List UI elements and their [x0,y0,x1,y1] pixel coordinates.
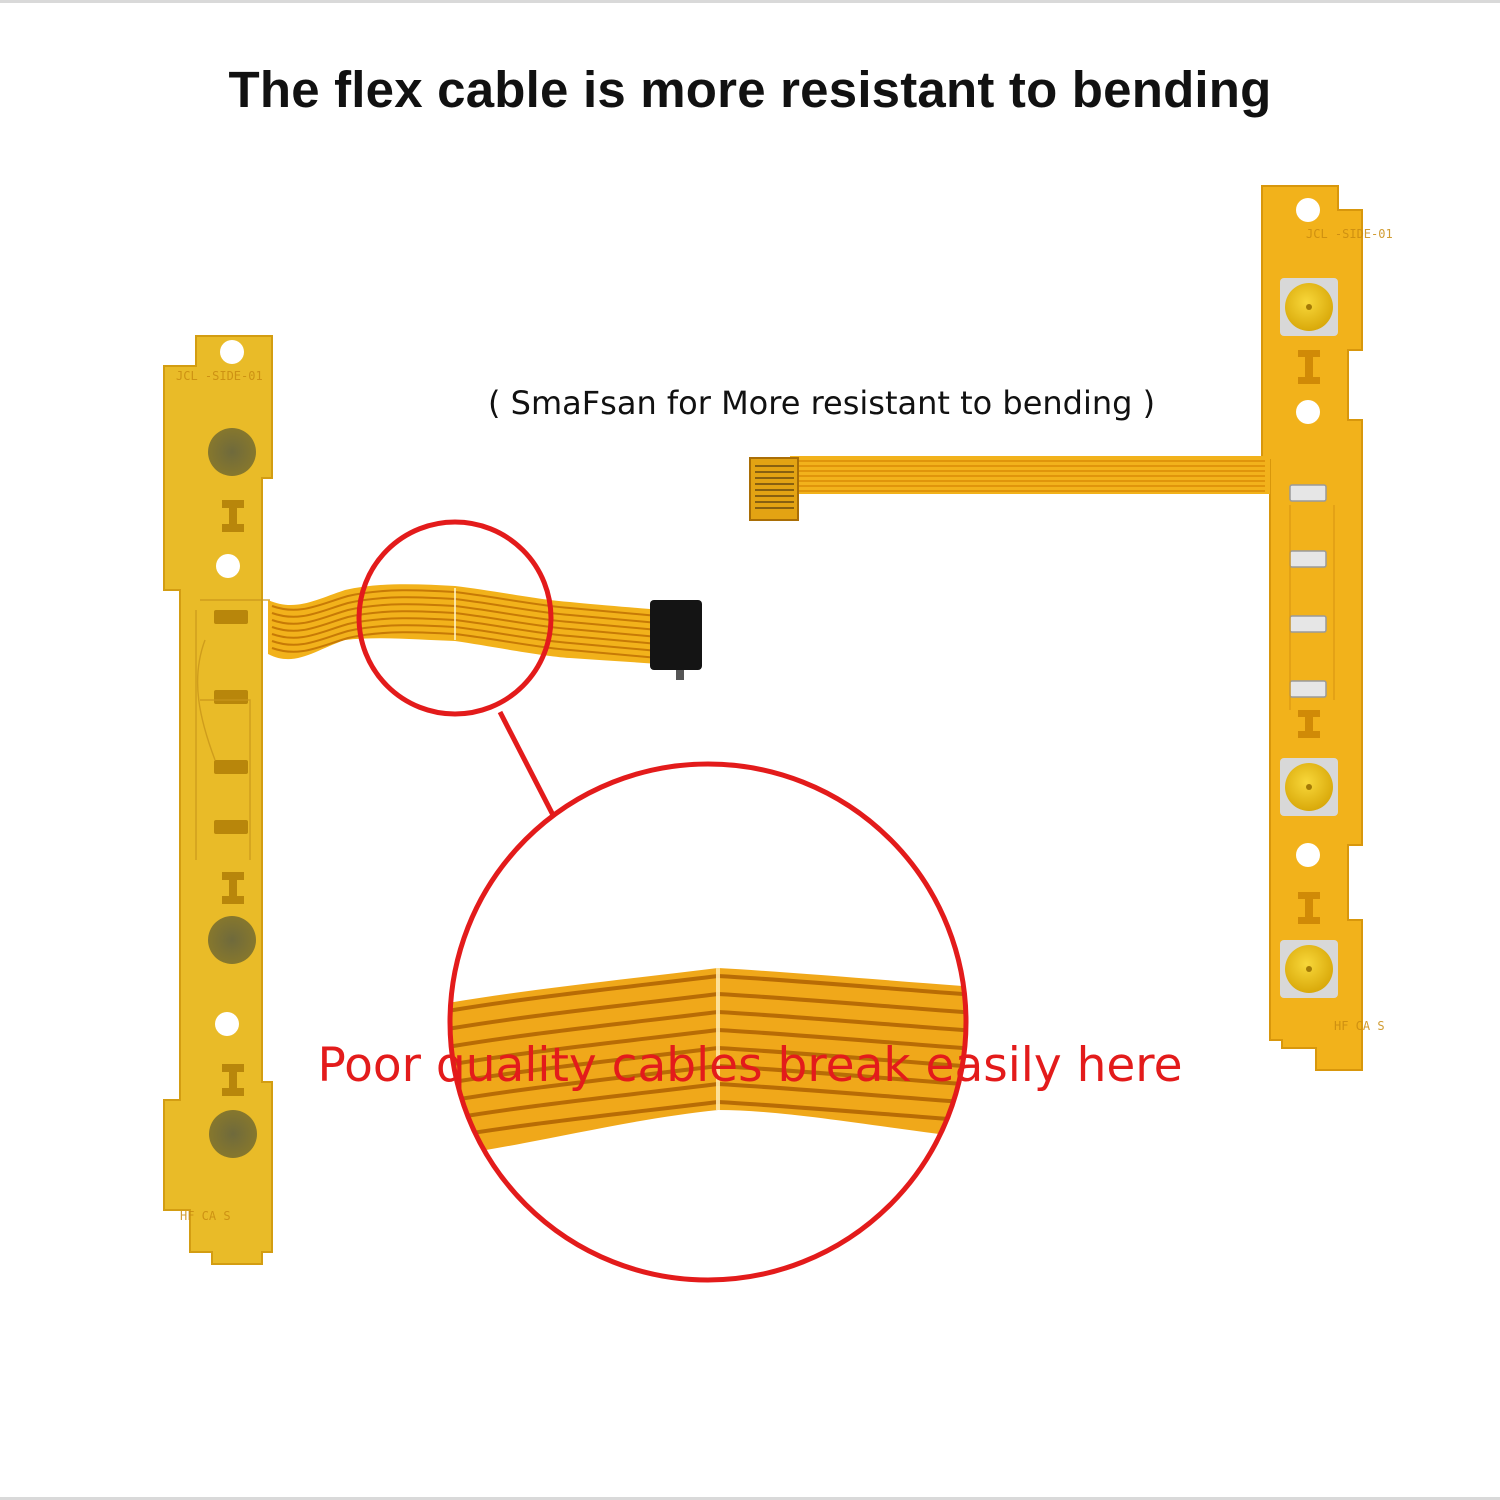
right-mount-hole-icon [1296,400,1320,424]
headline: The flex cable is more resistant to bend… [228,61,1272,118]
left-button-pad-icon [208,916,256,964]
left-flex-board [163,335,273,1265]
right-led-icon [1289,615,1327,633]
top-border [0,0,1500,3]
right-led-icon [1289,484,1327,502]
right-led-icon [1289,680,1327,698]
warning-text: Poor quality cables break easily here [317,1038,1183,1093]
right-tactile-button-icon [1280,278,1338,336]
left-mount-hole-icon [215,1012,239,1036]
right-tactile-button-icon [1280,758,1338,816]
left-button-pad-icon [209,1110,257,1158]
right-flex-board [749,185,1363,1071]
left-silkscreen-top: JCL -SIDE-01 [176,369,263,383]
left-ribbon-cable [268,584,660,664]
left-silkscreen-bottom: HF CA S [180,1209,231,1223]
right-silkscreen-top: JCL -SIDE-01 [1306,227,1393,241]
right-led-icon [1289,550,1327,568]
right-silkscreen-bottom: HF CA S [1334,1019,1385,1033]
right-mount-hole-icon [1296,198,1320,222]
left-mount-hole-icon [220,340,244,364]
bottom-border [0,1497,1500,1500]
left-connector [650,600,702,670]
break-point-highlight-circle [356,519,554,717]
caption: ( SmaFsan for More resistant to bending … [488,384,1156,422]
zoom-detail-circle [447,761,969,1283]
right-tactile-button-icon [1280,940,1338,998]
left-button-pad-icon [208,428,256,476]
left-mount-hole-icon [216,554,240,578]
right-mount-hole-icon [1296,843,1320,867]
